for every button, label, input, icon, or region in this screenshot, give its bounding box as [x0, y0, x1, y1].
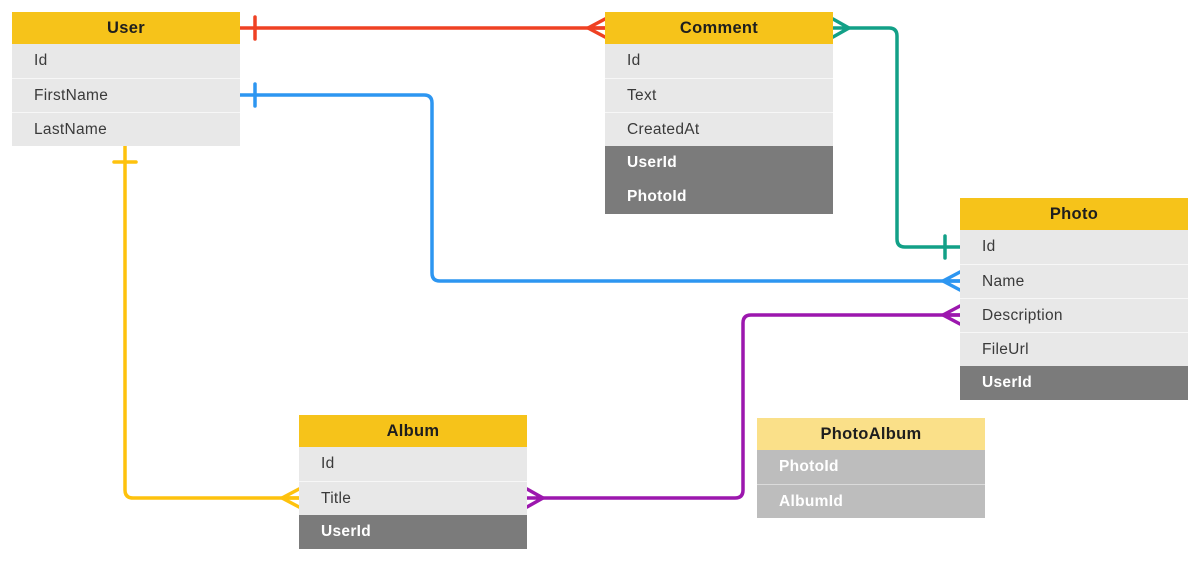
- column-row-comment-userid: UserId: [605, 146, 833, 180]
- relationship-comment-photo: [831, 17, 962, 260]
- table-title-photo: Photo: [960, 198, 1188, 230]
- column-row-album-title: Title: [299, 481, 527, 515]
- column-row-comment-photoid: PhotoId: [605, 180, 833, 214]
- column-row-comment-text: Text: [605, 78, 833, 112]
- column-row-album-id: Id: [299, 447, 527, 481]
- relationship-album-photo-marker-1: [941, 304, 962, 326]
- column-row-user-firstname: FirstName: [12, 78, 240, 112]
- table-title-photoalbum: PhotoAlbum: [757, 418, 985, 450]
- relationship-album-photo-line: [541, 313, 962, 500]
- relationship-user-photo: [238, 82, 962, 292]
- column-row-photoalbum-albumid: AlbumId: [757, 484, 985, 518]
- relationship-user-photo-line: [238, 93, 962, 283]
- column-row-photo-id: Id: [960, 230, 1188, 264]
- relationship-comment-photo-marker-0: [831, 17, 851, 39]
- column-row-photo-description: Description: [960, 298, 1188, 332]
- table-title-album: Album: [299, 415, 527, 447]
- column-row-photoalbum-photoid: PhotoId: [757, 450, 985, 484]
- column-row-photo-userid: UserId: [960, 366, 1188, 400]
- relationship-user-comment-marker-1: [586, 17, 607, 39]
- column-row-user-id: Id: [12, 44, 240, 78]
- column-row-user-lastname: LastName: [12, 112, 240, 146]
- relationship-user-album-marker-1: [280, 487, 301, 509]
- relationship-album-photo: [525, 304, 962, 509]
- relationship-album-photo-marker-0: [525, 487, 545, 509]
- table-title-user: User: [12, 12, 240, 44]
- table-title-comment: Comment: [605, 12, 833, 44]
- relationship-user-comment: [238, 15, 607, 41]
- relationship-user-photo-marker-1: [941, 270, 962, 292]
- column-row-album-userid: UserId: [299, 515, 527, 549]
- column-row-photo-name: Name: [960, 264, 1188, 298]
- relationship-user-album-line: [123, 144, 301, 500]
- column-row-comment-id: Id: [605, 44, 833, 78]
- column-row-photo-fileurl: FileUrl: [960, 332, 1188, 366]
- relationship-comment-photo-line: [847, 26, 962, 249]
- column-row-comment-createdat: CreatedAt: [605, 112, 833, 146]
- relationship-user-album: [112, 144, 301, 509]
